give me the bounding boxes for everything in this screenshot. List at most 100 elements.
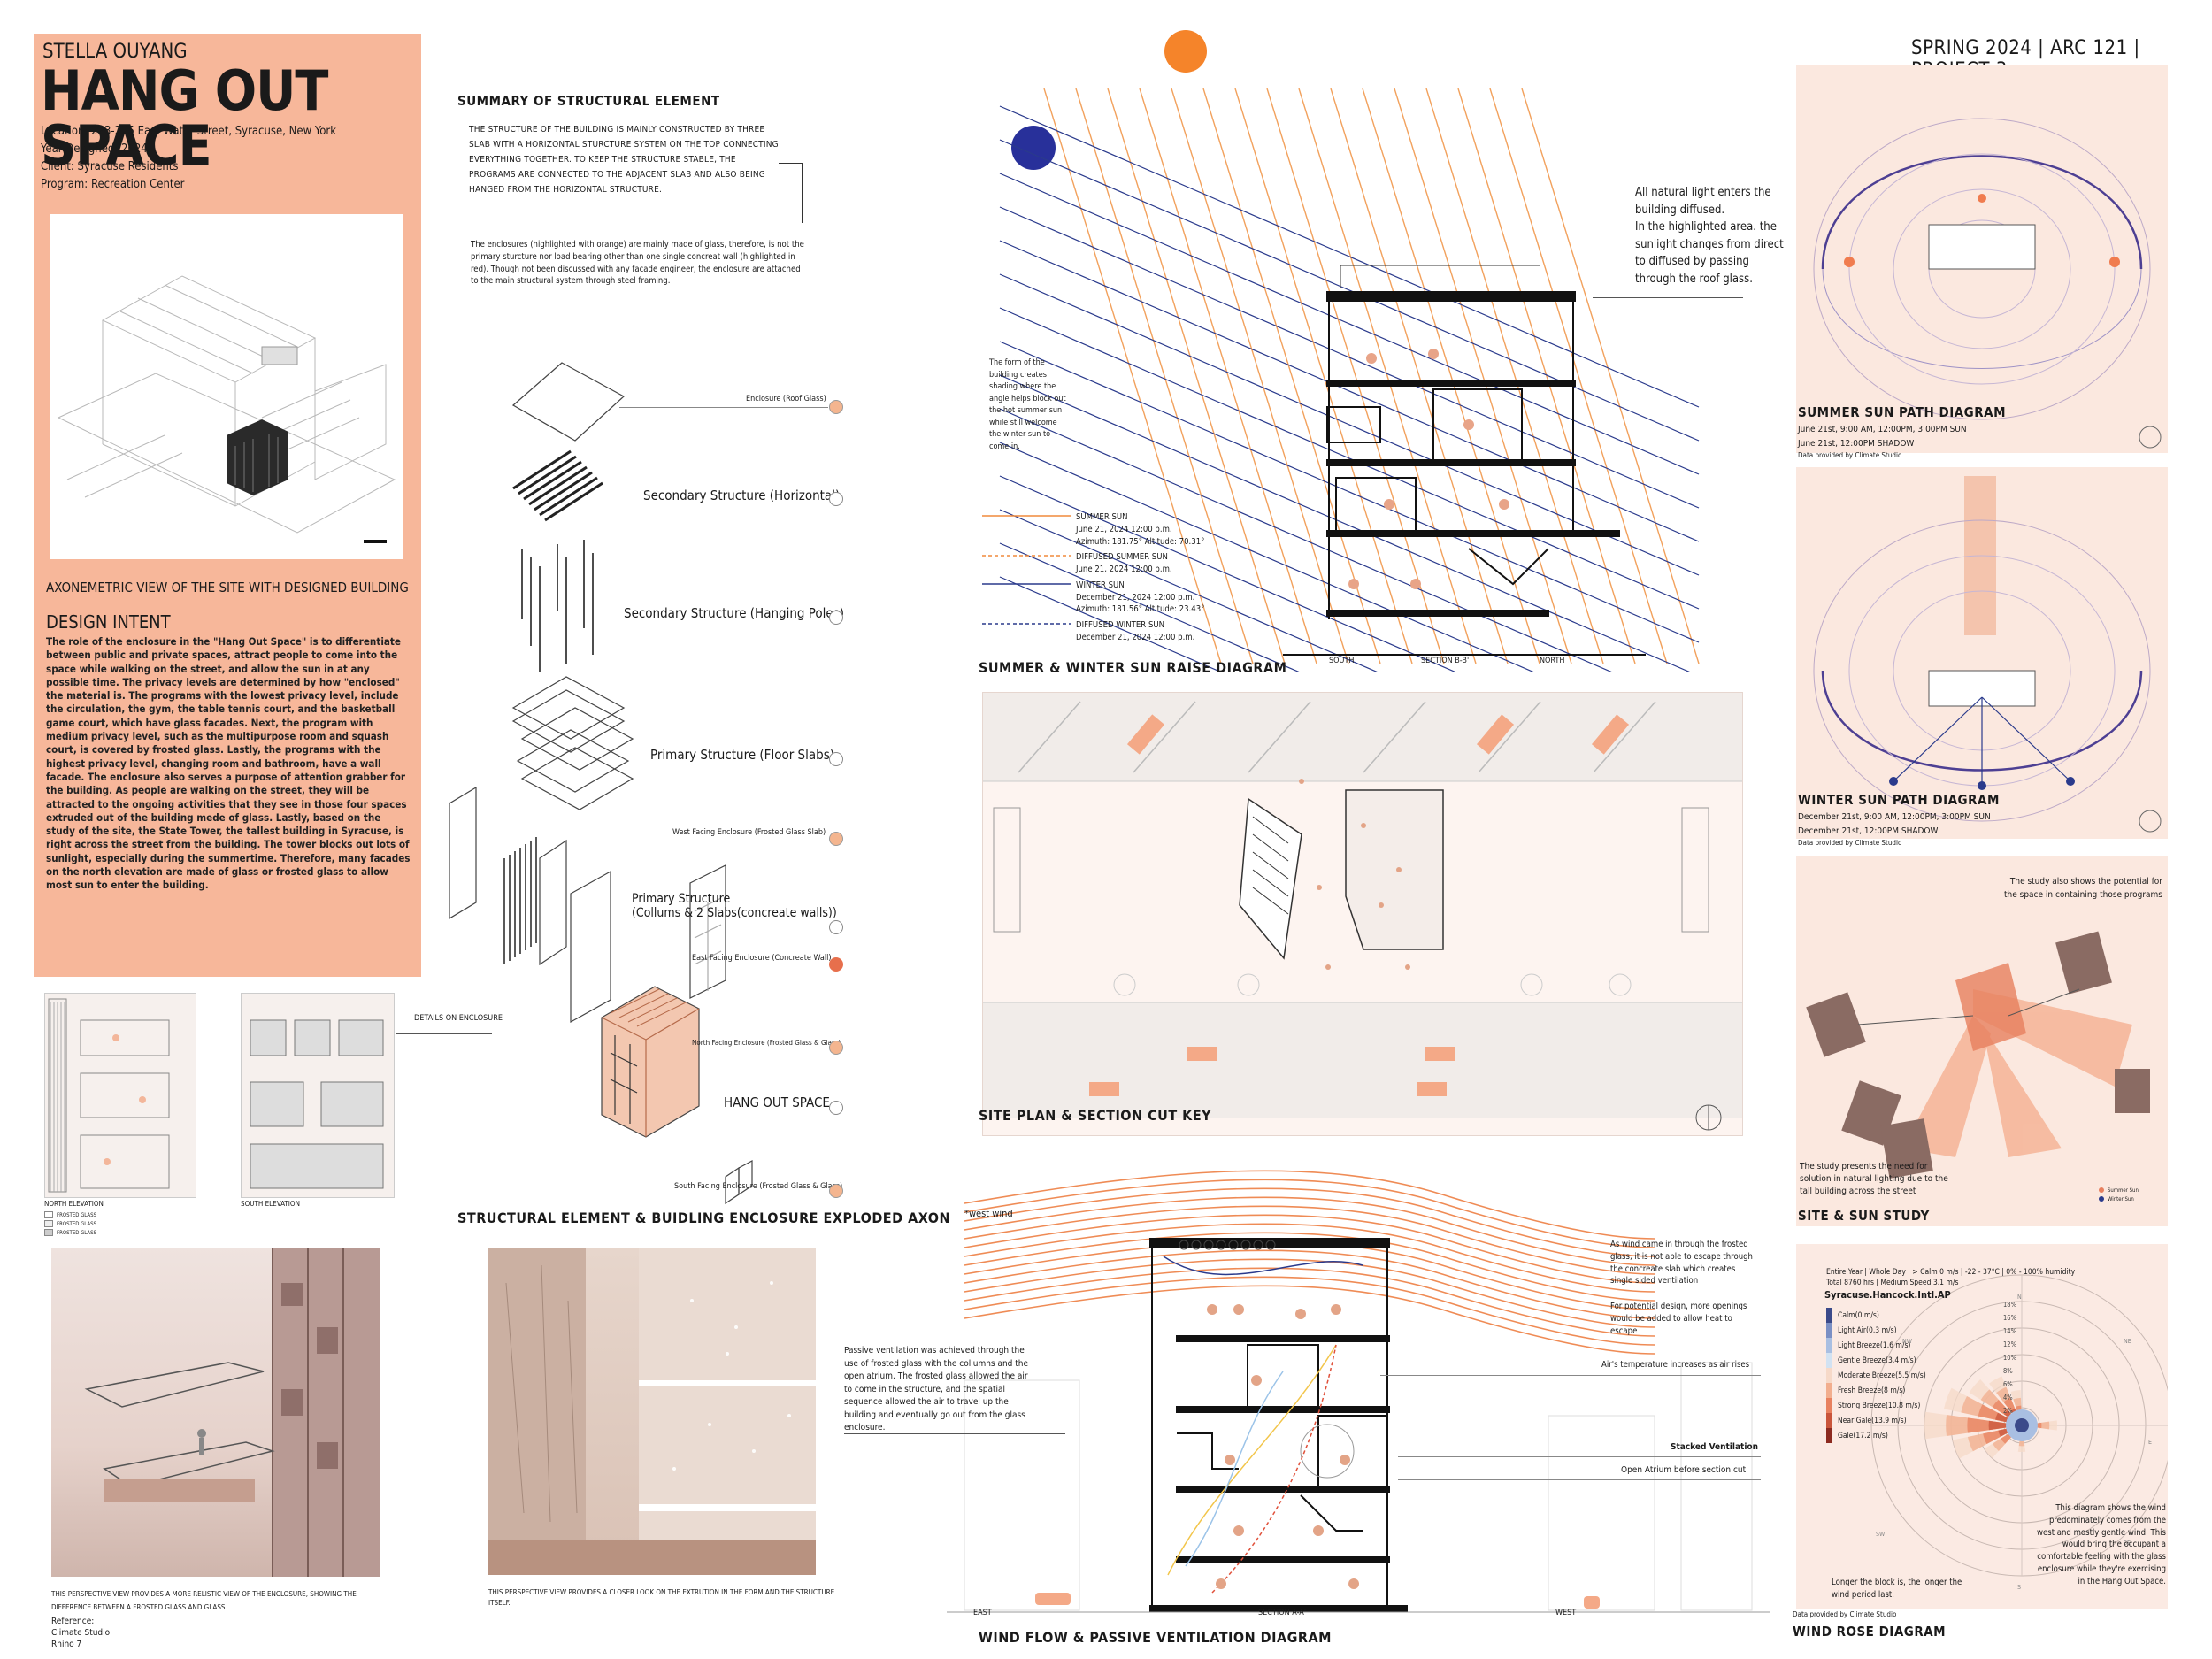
wind-leaders-3 [1398, 1479, 1761, 1480]
wind-note-left: Passive ventilation was achieved through… [844, 1346, 1029, 1432]
project-title: HANG OUT SPACE [41, 58, 328, 178]
perspective-reference: Reference: Climate Studio Rhino 7 [51, 1617, 111, 1649]
marker-south [829, 1184, 843, 1198]
wind-flow-diagram [947, 1170, 1770, 1613]
summer-sun-ray [1107, 88, 1286, 664]
axon-caption: AXONEMETRIC VIEW OF THE SITE WITH DESIGN… [46, 580, 409, 595]
wind-flow-line [964, 1214, 1655, 1284]
wind-rose-ring-label: 2% [2003, 1407, 2013, 1415]
legend-item: FROSTED GLASS [57, 1220, 96, 1227]
site-axon-drawing [57, 275, 396, 543]
wind-rose-ring-label: 8% [2003, 1367, 2013, 1375]
wind-rose-legend-item: Light Breeze(1.6 m/s) [1826, 1338, 1926, 1353]
wind-rose-legend-label: Fresh Breeze(8 m/s) [1838, 1386, 1906, 1395]
wind-rose-legend-label: Strong Breeze(10.8 m/s) [1838, 1401, 1921, 1410]
site-sun-note-top: The study also shows the potential for t… [2004, 877, 2162, 900]
wind-rose-legend-label: Light Breeze(1.6 m/s) [1838, 1340, 1911, 1350]
label-secondary-horizontal: Secondary Structure (Horizontal) [643, 488, 841, 503]
wind-rose-ring-label: 14% [2003, 1327, 2016, 1335]
winter-sun-ray [999, 509, 1380, 672]
winter-sun-ray [999, 442, 1536, 672]
wind-rose-legend-swatch [1826, 1383, 1832, 1398]
wind-rose-legend-label: Gale(17.2 m/s) [1838, 1431, 1888, 1440]
wind-rose-legend-label: Light Air(0.3 m/s) [1838, 1325, 1897, 1335]
winter-sun-path-graphic [1813, 476, 2162, 833]
wind-rose-legend-label: Gentle Breeze(3.4 m/s) [1838, 1356, 1916, 1365]
marker-secondary-h [829, 492, 843, 506]
wind-leaders [1380, 1375, 1761, 1376]
summer-sun-ray [1234, 88, 1413, 664]
winter-sun-ray [999, 307, 1700, 610]
legend-summer: SUMMER SUN June 21, 2024 12:00 p.m. Azim… [1076, 512, 1205, 547]
wind-flow-line [964, 1205, 1655, 1275]
wind-rose-legend-swatch [1826, 1323, 1832, 1338]
site-plan-title: SITE PLAN & SECTION CUT KEY [979, 1107, 1212, 1124]
south-elevation [241, 993, 395, 1198]
perspective-right-caption: This perspective view provides a closer … [488, 1588, 835, 1607]
winter-sun-path-title: WINTER SUN PATH DIAGRAM [1798, 792, 2000, 808]
info-panel: STELLA OUYANG HANG OUT SPACE Location: 2… [34, 34, 421, 977]
label-east-enclosure: East Facing Enclosure (Concreate Wall) [692, 954, 832, 963]
sun-raise-diagram [999, 88, 1700, 672]
wind-note-1: As wind came in through the frosted glas… [1610, 1240, 1753, 1286]
winter-sun-path-line1: December 21st, 9:00 AM, 12:00PM, 3:00PM … [1798, 812, 1991, 822]
wind-axis-west: WEST [1555, 1609, 1577, 1617]
legend-summer-sun: Summer Sun [2108, 1187, 2139, 1194]
sun-axis-section: SECTION B-B' [1421, 657, 1470, 665]
label-hang-out-space: HANG OUT SPACE [724, 1094, 830, 1110]
wind-note-4: Stacked Ventilation [1671, 1442, 1758, 1452]
legend-swatch-summer [982, 515, 1071, 517]
winter-sun-ray [999, 542, 1302, 672]
wind-rose-legend-swatch [1826, 1398, 1832, 1413]
summer-sun-ray [1075, 88, 1254, 664]
wind-note-5: Open Atrium before section cut [1621, 1465, 1747, 1475]
compass-sw: SW [1876, 1531, 1886, 1538]
author-name: STELLA OUYANG [42, 41, 188, 63]
wind-rose-legend-swatch [1826, 1338, 1832, 1353]
wind-rose-legend-swatch [1826, 1413, 1832, 1428]
wind-rose-legend-item: Near Gale(13.9 m/s) [1826, 1413, 1926, 1428]
site-sun-note-bottom: The study presents the need for solution… [1800, 1162, 1948, 1196]
wind-rose-note-left: Longer the block is, the longer the wind… [1832, 1578, 1962, 1600]
west-wind-label: *west wind [964, 1208, 1013, 1219]
summer-sun-ray [1489, 88, 1668, 664]
perspective-right [488, 1248, 816, 1575]
legend-winter: WINTER SUN December 21, 2024 12:00 p.m. … [1076, 580, 1205, 615]
label-south-enclosure: South Facing Enclosure (Frosted Glass & … [674, 1182, 843, 1191]
wind-rose-ring-label: 18% [2003, 1301, 2016, 1309]
wind-axis-section: SECTION A-A' [1258, 1609, 1307, 1617]
label-secondary-poles: Secondary Structure (Hanging Poles) [624, 605, 844, 621]
marker-secondary-p [829, 611, 843, 625]
site-sun-legend: Summer Sun Winter Sun [2099, 1186, 2139, 1203]
winter-sun-path-line2: December 21st, 12:00PM SHADOW [1798, 826, 1939, 836]
legend-diffused-summer: DIFFUSED SUMMER SUN June 21, 2024 12:00 … [1076, 552, 1172, 575]
summer-sun-path-graphic [1813, 118, 2162, 449]
winter-sun-ray [999, 576, 1224, 672]
summary-arrow-line [779, 163, 802, 164]
sun-orange-marker [1164, 30, 1207, 73]
summer-sun-ray [1298, 88, 1477, 664]
location-line: Location: 223-225 East Water Street, Syr… [41, 125, 336, 138]
wind-flow-line [964, 1285, 1655, 1355]
structure-summary-text: The structure of the building is mainly … [469, 125, 779, 195]
wind-rose-ring-label: 6% [2003, 1380, 2013, 1388]
marker-primary-cols [829, 920, 843, 934]
design-intent-text: The role of the enclosure in the "Hang O… [46, 635, 411, 892]
wind-rose-ring-label: 4% [2003, 1394, 2013, 1402]
label-primary-slabs: Primary Structure (Floor Slabs) [650, 747, 834, 763]
wind-rose-legend-label: Moderate Breeze(5.5 m/s) [1838, 1371, 1926, 1380]
wind-flow-line [964, 1187, 1655, 1257]
site-sun-title: SITE & SUN STUDY [1798, 1208, 1930, 1224]
structure-summary-title: SUMMARY OF STRUCTURAL ELEMENT [457, 93, 720, 109]
wind-rose-ring-label: 12% [2003, 1340, 2016, 1348]
winter-sun-ray [999, 374, 1693, 672]
design-intent-title: DESIGN INTENT [46, 611, 171, 633]
compass-nw: NW [1902, 1338, 1912, 1345]
wind-note-2: For potential design, more openings woul… [1610, 1302, 1747, 1336]
summary-arrow-drop [802, 163, 803, 223]
elevation-legend: FROSTED GLASS FROSTED GLASS FROSTED GLAS… [44, 1210, 96, 1237]
exploded-axon-title: STRUCTURAL ELEMENT & BUIDLING ENCLOSURE … [457, 1210, 951, 1226]
wind-rose-legend-item: Moderate Breeze(5.5 m/s) [1826, 1368, 1926, 1383]
wind-rose-legend-label: Calm(0 m/s) [1838, 1310, 1879, 1320]
wind-rose-legend-item: Fresh Breeze(8 m/s) [1826, 1383, 1926, 1398]
